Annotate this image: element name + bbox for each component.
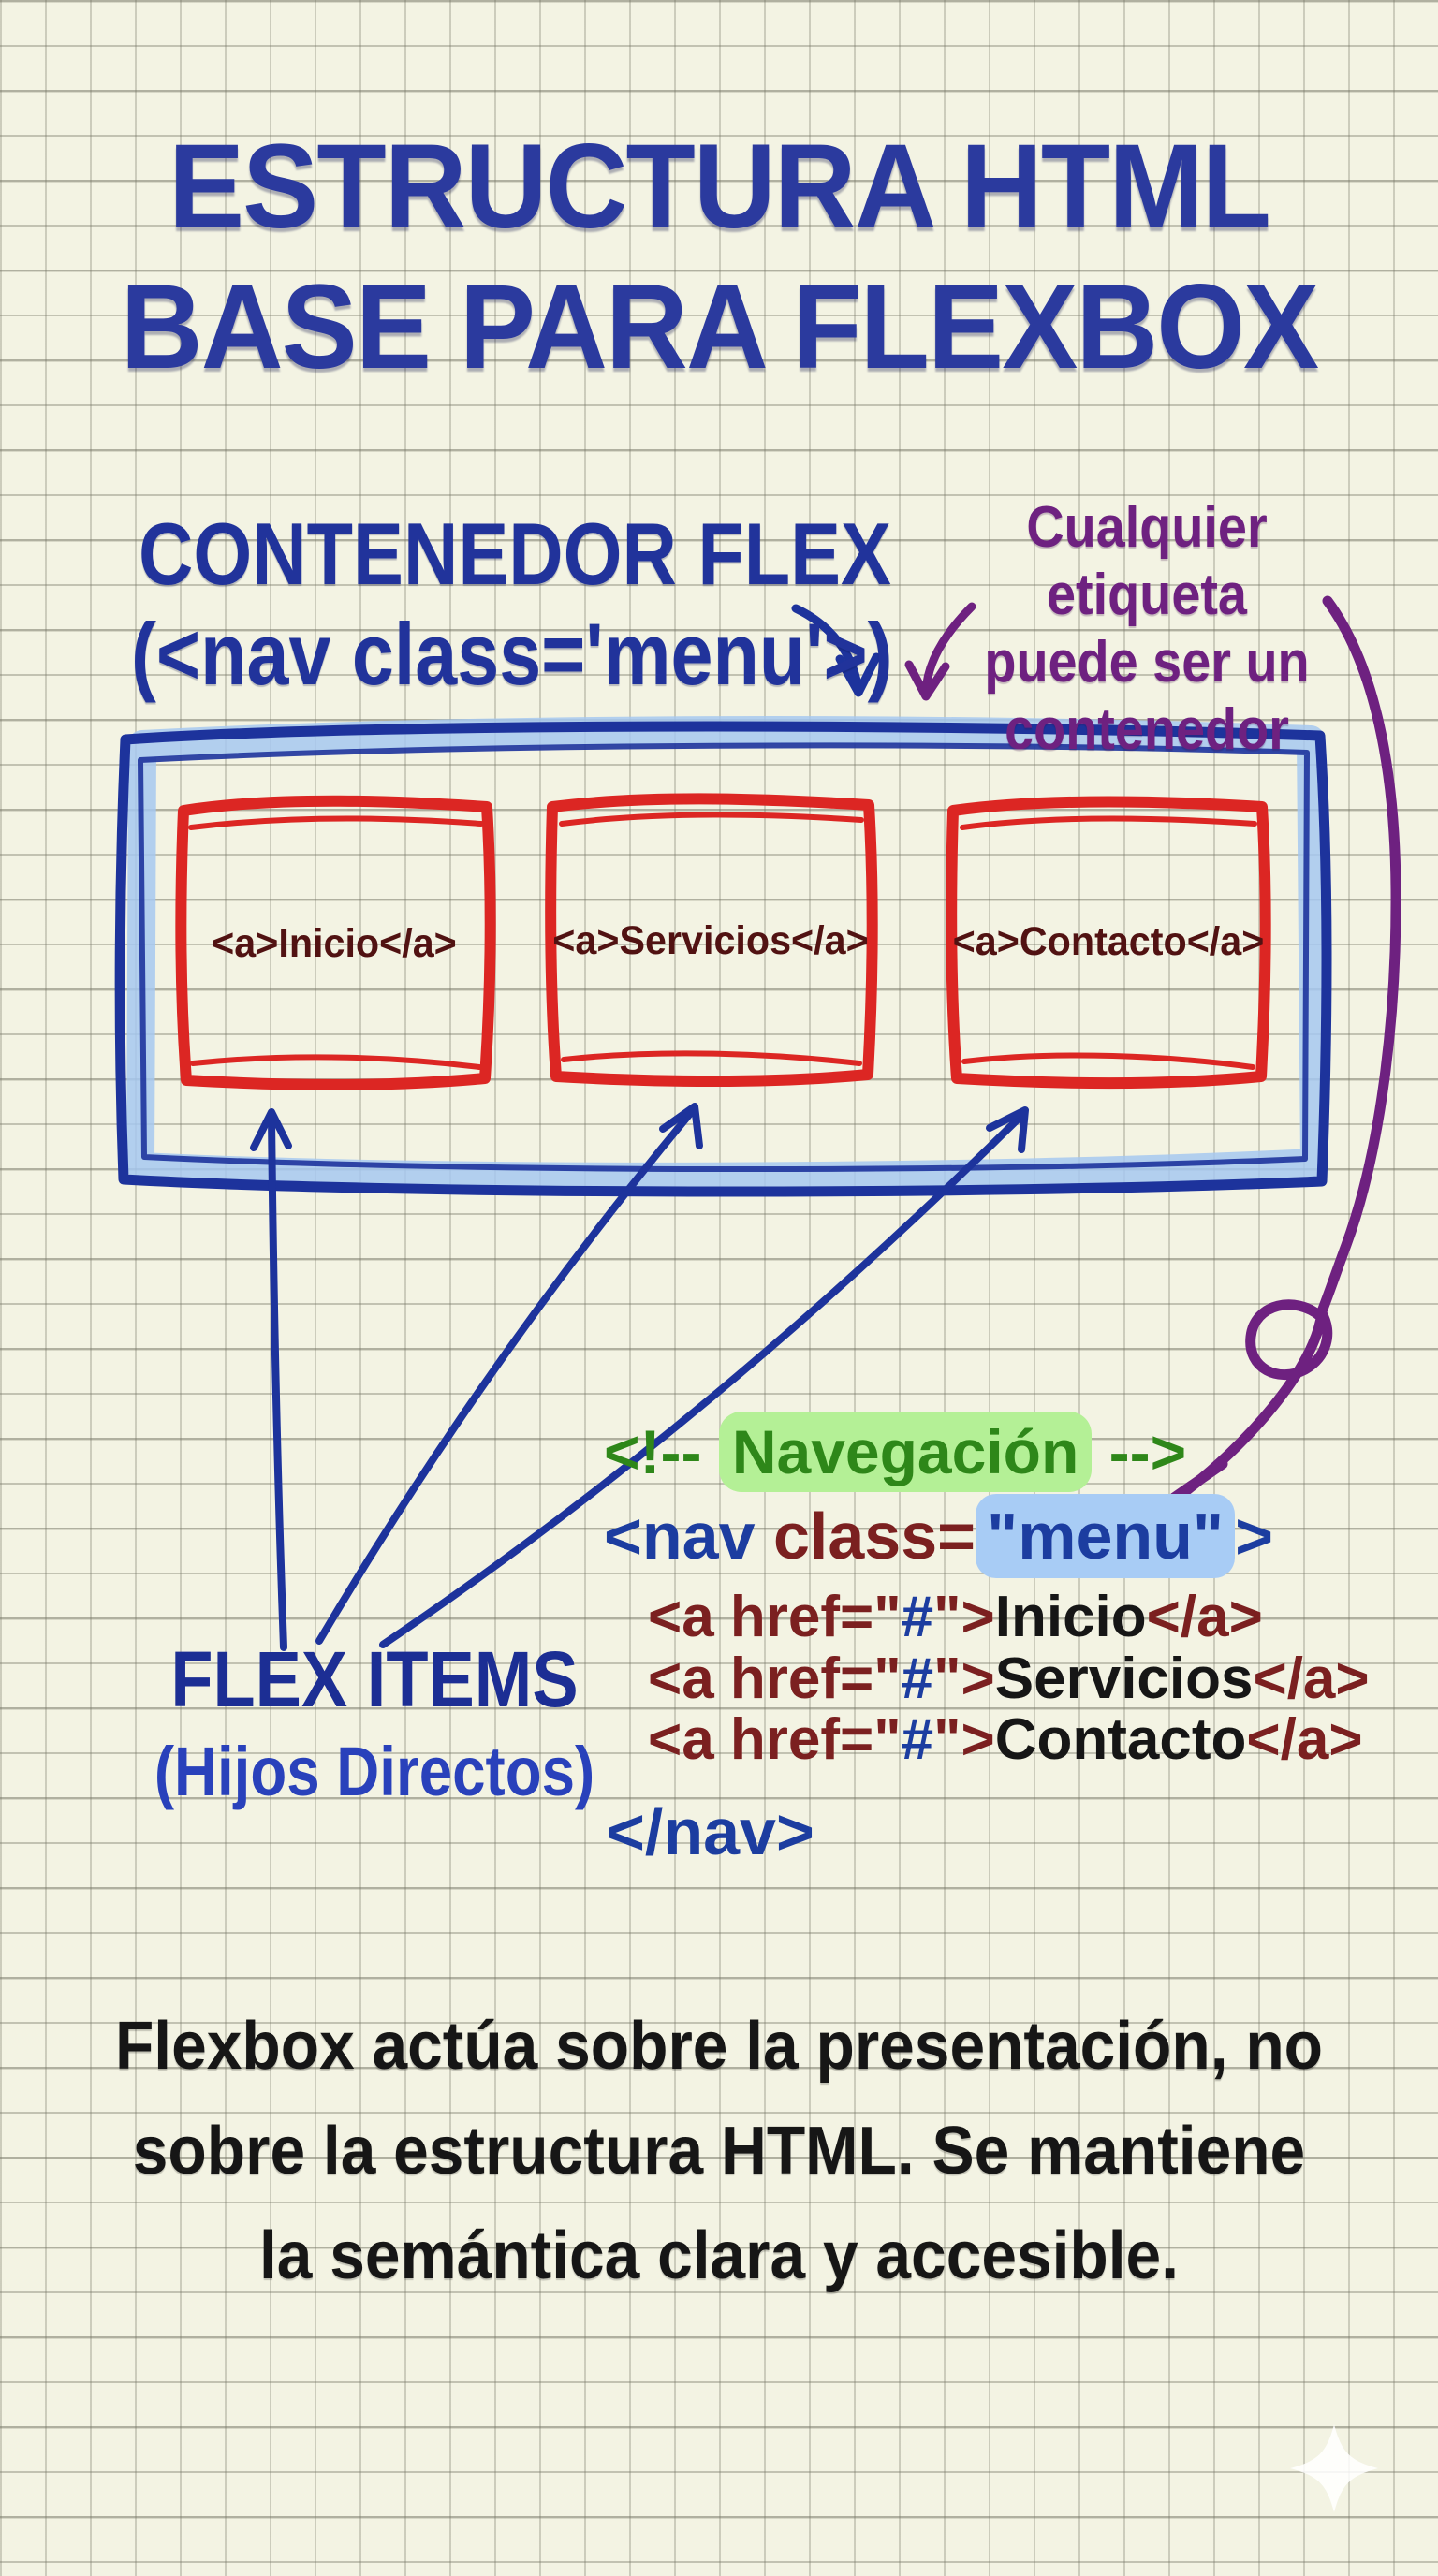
code-nav-end: > — [1235, 1500, 1273, 1573]
footer-line-2: sobre la estructura HTML. Se mantiene — [132, 2114, 1306, 2188]
flex-item-label-servicios: <a>Servicios</a> — [552, 917, 869, 963]
container-label-line-1: CONTENEDOR FLEX — [139, 505, 891, 603]
code-nav-tag: <nav — [604, 1500, 773, 1573]
container-label-line-2: (<nav class='menu'>) — [131, 605, 893, 703]
flex-item-box-3 — [946, 796, 1271, 1089]
arrow-to-box-2 — [315, 1103, 703, 1645]
code-nav-attr: class= — [772, 1500, 976, 1573]
code-comment-open: <!-- — [604, 1417, 719, 1486]
container-note-arrow — [904, 602, 976, 701]
flex-items-subheading: (Hijos Directos) — [108, 1737, 641, 1807]
container-label-arrow — [791, 604, 881, 697]
code-link-2-mid: "> — [933, 1647, 995, 1711]
code-link-1-post: </a> — [1146, 1585, 1263, 1649]
flex-container-outline — [114, 721, 1332, 1197]
code-nav-open-line: <nav class="menu"> — [604, 1494, 1273, 1578]
code-link-2-hash: # — [901, 1647, 934, 1711]
container-note-line-2: puede ser un — [984, 630, 1310, 695]
code-link-1-hash: # — [901, 1585, 934, 1649]
code-link-3-mid: "> — [933, 1707, 995, 1772]
code-link-line-2: <a href="#">Servicios</a> — [648, 1650, 1370, 1708]
code-link-3-post: </a> — [1246, 1707, 1363, 1772]
footer-line-3: la semántica clara y accesible. — [258, 2218, 1180, 2293]
code-link-line-3: <a href="#">Contacto</a> — [648, 1711, 1363, 1769]
code-link-3-text: Contacto — [994, 1707, 1247, 1772]
code-link-1-text: Inicio — [994, 1585, 1147, 1649]
page-title-line-2: BASE PARA FLEXBOX — [120, 260, 1319, 394]
code-link-line-1: <a href="#">Inicio</a> — [648, 1588, 1263, 1647]
code-link-1-pre: <a href=" — [648, 1585, 902, 1649]
code-nav-value: "menu" — [976, 1494, 1236, 1578]
code-link-3-pre: <a href=" — [648, 1707, 902, 1772]
code-comment-line: <!-- Navegación --> — [604, 1412, 1186, 1492]
page-title-line-1: ESTRUCTURA HTML — [168, 120, 1271, 254]
code-comment-close: --> — [1092, 1417, 1187, 1486]
code-link-2-text: Servicios — [994, 1647, 1254, 1711]
code-nav-close: </nav> — [607, 1795, 814, 1868]
footer-line-1: Flexbox actúa sobre la presentación, no — [114, 2009, 1324, 2084]
code-link-2-post: </a> — [1253, 1647, 1370, 1711]
flex-items-heading-line-1: FLEX ITEMS — [170, 1635, 579, 1723]
footer-note: Flexbox actúa sobre la presentación, no … — [0, 1994, 1438, 2308]
container-note-line-3: contenedor — [1005, 697, 1289, 762]
code-nav-close-line: </nav> — [607, 1799, 814, 1865]
flex-item-box-1 — [175, 795, 496, 1090]
container-note: Cualquier etiqueta puede ser un contened… — [949, 494, 1345, 764]
flex-item-box-2 — [545, 793, 878, 1087]
arrow-to-box-1 — [250, 1108, 292, 1651]
flex-items-heading: FLEX ITEMS — [108, 1640, 641, 1719]
code-link-2-pre: <a href=" — [648, 1647, 902, 1711]
code-comment-highlight: Navegación — [718, 1412, 1093, 1492]
code-link-1-mid: "> — [933, 1585, 995, 1649]
arrow-to-box-3 — [379, 1106, 1029, 1648]
code-link-3-hash: # — [901, 1707, 934, 1772]
flex-container-outline-inner — [138, 742, 1310, 1173]
sparkle-icon — [1290, 2424, 1378, 2512]
flex-items-heading-line-2: (Hijos Directos) — [154, 1733, 595, 1810]
flex-item-label-contacto: <a>Contacto</a> — [952, 919, 1265, 964]
flex-item-label-inicio: <a>Inicio</a> — [212, 920, 457, 966]
container-note-line-1: Cualquier etiqueta — [1026, 495, 1268, 627]
